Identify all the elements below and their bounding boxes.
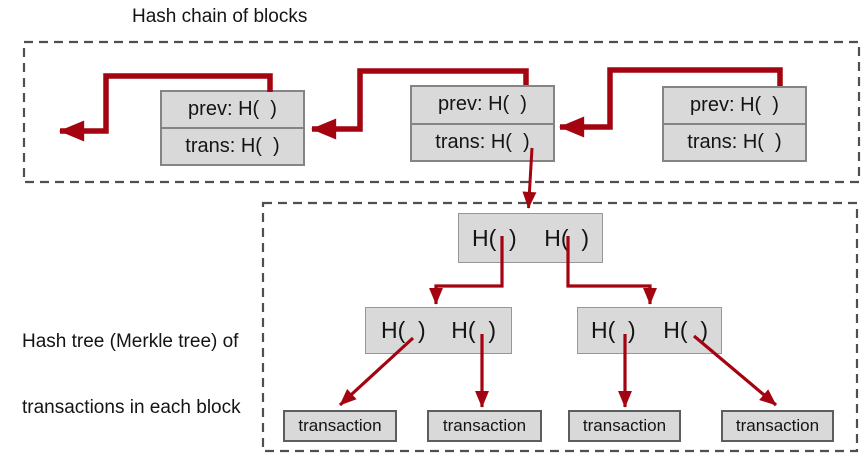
- transaction-leaf-1: transaction: [283, 410, 397, 442]
- chain-block-3: prev: H( ) trans: H( ): [662, 86, 807, 162]
- merkle-internal-node-left: H( ) H( ): [365, 307, 512, 354]
- internal-right-hash-2: H( ): [663, 317, 708, 343]
- chain-block-2-trans-hash: trans: H( ): [412, 122, 553, 161]
- merkle-tree-label-line2: transactions in each block: [22, 397, 241, 418]
- merkle-tree-label: Hash tree (Merkle tree) of transactions …: [22, 287, 241, 457]
- internal-left-hash-2: H( ): [451, 317, 496, 343]
- chain-block-1-prev-hash: prev: H( ): [188, 98, 277, 120]
- merkle-root-right-hash: H( ): [544, 224, 589, 251]
- internal-right-hash-1: H( ): [591, 317, 636, 343]
- chain-block-3-trans-hash: trans: H( ): [664, 123, 805, 160]
- merkle-internal-node-right: H( ) H( ): [577, 307, 722, 354]
- hash-chain-title: Hash chain of blocks: [132, 6, 308, 27]
- chain-block-1-trans-hash: trans: H( ): [162, 127, 303, 164]
- chain-block-3-prev-hash: prev: H( ): [690, 94, 779, 116]
- internal-left-hash-1: H( ): [381, 317, 426, 343]
- transaction-leaf-3: transaction: [568, 410, 681, 442]
- transaction-leaf-4: transaction: [721, 410, 834, 442]
- merkle-root-node: H( ) H( ): [458, 213, 603, 263]
- merkle-tree-label-line1: Hash tree (Merkle tree) of: [22, 331, 239, 352]
- transaction-leaf-2: transaction: [427, 410, 542, 442]
- merkle-root-left-hash: H( ): [472, 224, 517, 251]
- chain-block-2-prev-hash: prev: H( ): [438, 93, 527, 116]
- chain-block-1: prev: H( ) trans: H( ): [160, 90, 305, 166]
- chain-block-2: prev: H( ) trans: H( ): [410, 85, 555, 162]
